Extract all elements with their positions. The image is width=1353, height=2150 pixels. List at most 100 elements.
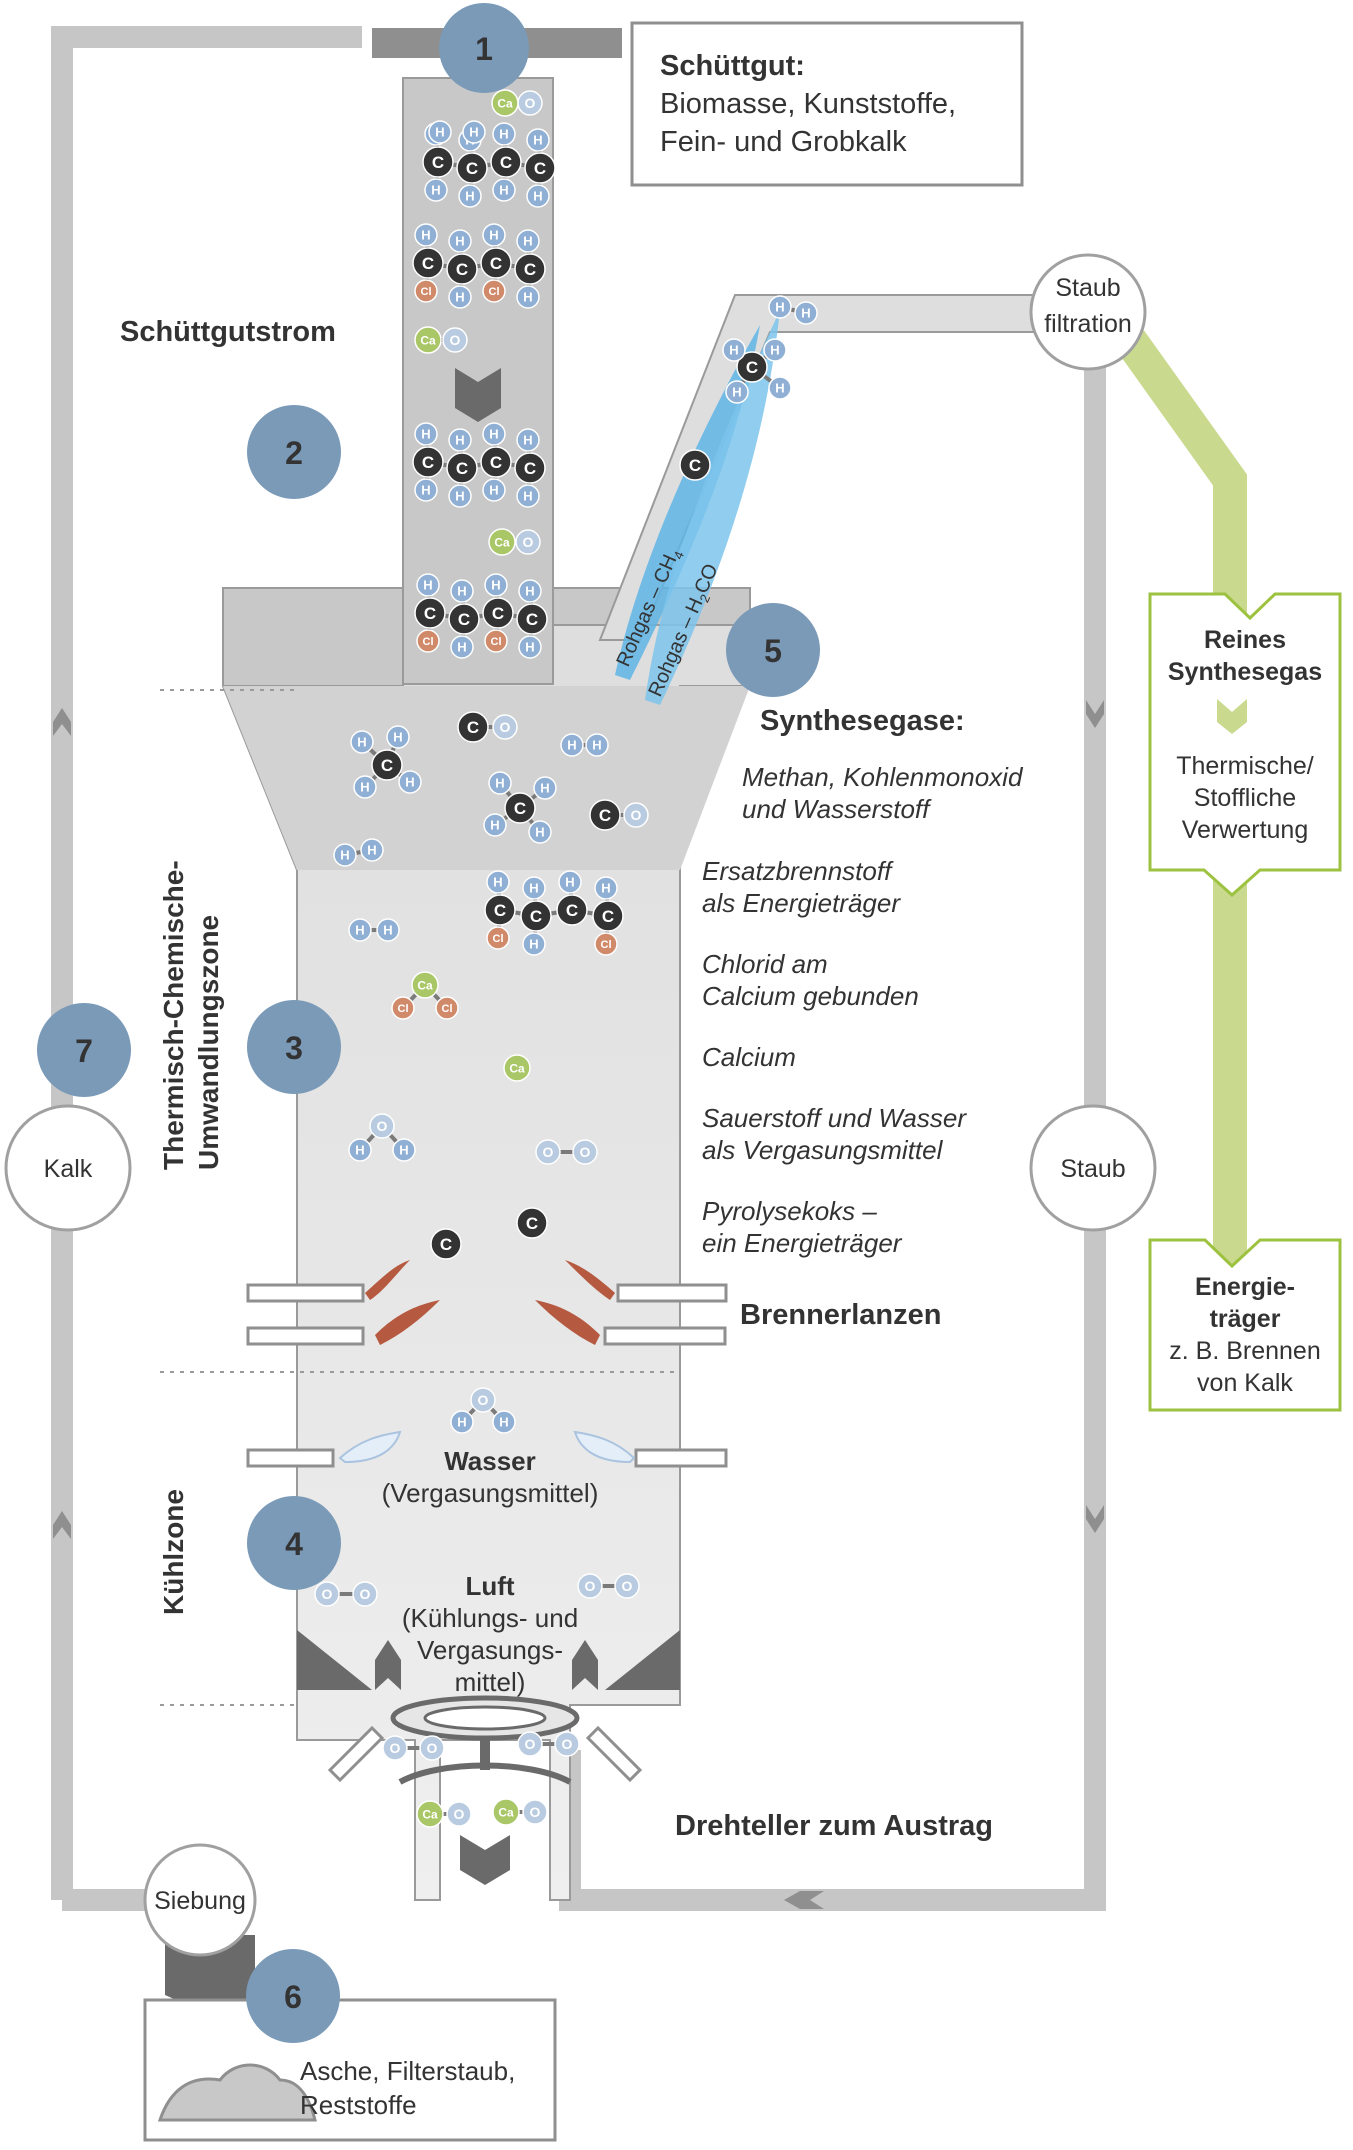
reines-label-2: Synthesegas <box>1168 658 1322 686</box>
svg-text:H: H <box>732 385 741 400</box>
svg-text:H: H <box>489 228 498 243</box>
atom-o: O <box>535 1139 561 1165</box>
svg-text:C: C <box>524 459 536 478</box>
flow-arrows <box>53 700 1104 1909</box>
svg-text:Ca: Ca <box>494 535 510 549</box>
atom-o: O <box>419 1735 445 1761</box>
svg-text:C: C <box>458 610 470 629</box>
staubfiltration-node <box>1029 253 1147 371</box>
svg-text:H: H <box>601 881 610 896</box>
svg-text:C: C <box>456 459 468 478</box>
drehteller-label: Drehteller zum Austrag <box>675 1810 993 1842</box>
atom-c: C <box>736 351 768 383</box>
green-pipe <box>1116 330 1247 1270</box>
atom-c: C <box>412 446 444 478</box>
atom-ca: Ca <box>414 326 442 354</box>
atom-c: C <box>412 247 444 279</box>
svg-text:H: H <box>499 1415 508 1430</box>
atom-o: O <box>369 1113 395 1139</box>
svg-text:H: H <box>523 290 532 305</box>
atom-h: H <box>448 285 472 309</box>
atom-h: H <box>528 820 552 844</box>
atom-c: C <box>480 446 512 478</box>
raw-gas-stream-h2co <box>645 310 780 705</box>
siebung-node <box>143 1843 257 1957</box>
svg-text:H: H <box>490 818 499 833</box>
zone-thermisch-label-2: Umwandlungszone <box>193 915 224 1170</box>
atom-cl: Cl <box>414 279 438 303</box>
atom-h: H <box>428 120 452 144</box>
atom-cl: Cl <box>486 926 510 950</box>
svg-text:C: C <box>514 799 526 818</box>
atom-o: O <box>572 1139 598 1165</box>
atom-h: H <box>722 338 746 362</box>
atom-h: H <box>416 573 440 597</box>
svg-text:H: H <box>533 189 542 204</box>
atom-c: C <box>430 1228 462 1260</box>
svg-text:H: H <box>567 738 576 753</box>
water-spray-icon <box>573 1430 636 1464</box>
reactor-funnel <box>223 686 750 870</box>
atom-h: H <box>484 573 508 597</box>
svg-text:Ca: Ca <box>497 96 513 110</box>
atom-h: H <box>585 733 609 757</box>
atom-h: H <box>448 484 472 508</box>
atom-h: H <box>526 184 550 208</box>
atom-h: H <box>492 178 516 202</box>
svg-text:Cl: Cl <box>491 636 502 648</box>
svg-text:Cl: Cl <box>493 933 504 945</box>
atom-h: H <box>414 478 438 502</box>
step-4-circle <box>247 1496 341 1590</box>
svg-text:H: H <box>493 875 502 890</box>
atom-c: C <box>484 894 516 926</box>
shaft-chevron <box>455 368 501 422</box>
energie-label-1: Energie- <box>1195 1273 1295 1301</box>
svg-text:O: O <box>585 1578 596 1594</box>
svg-text:H: H <box>393 730 402 745</box>
flames <box>365 1260 615 1345</box>
flame-icon <box>365 1260 410 1300</box>
air-vents <box>375 1640 598 1690</box>
svg-text:H: H <box>431 183 440 198</box>
atom-o: O <box>515 529 541 555</box>
atom-o: O <box>470 1387 496 1413</box>
svg-text:H: H <box>523 489 532 504</box>
svg-text:O: O <box>450 332 461 348</box>
svg-text:H: H <box>469 125 478 140</box>
burner-lances <box>246 1283 728 1468</box>
svg-text:H: H <box>540 781 549 796</box>
schuettgut-box: Schüttgut: Biomasse, Kunststoffe, Fein- … <box>630 21 1024 187</box>
sauerstoff-line-2: als Vergasungsmittel <box>702 1135 944 1165</box>
cooling-cone-left <box>297 1630 372 1690</box>
atom-o: O <box>382 1735 408 1761</box>
atom-h: H <box>558 870 582 894</box>
atom-cl: Cl <box>391 996 415 1020</box>
step-2-circle <box>247 405 341 499</box>
atom-c: C <box>556 894 588 926</box>
atom-ca: Ca <box>488 528 516 556</box>
atom-o: O <box>492 714 518 740</box>
svg-text:C: C <box>490 453 502 472</box>
node-circles: Staub filtration Staub Kalk Siebung <box>4 253 1157 1957</box>
reines-synthesegas-box <box>1148 592 1342 898</box>
luft-sub-3: mittel) <box>455 1667 526 1697</box>
step-6-number: 6 <box>284 1979 302 2015</box>
svg-text:Ca: Ca <box>422 1807 438 1821</box>
svg-text:H: H <box>457 640 466 655</box>
luft-sub-2: Vergasungs- <box>417 1635 563 1665</box>
ash-label-2: Reststoffe <box>300 2090 417 2120</box>
svg-text:H: H <box>775 300 784 315</box>
atom-h: H <box>353 775 377 799</box>
atom-c: C <box>448 603 480 635</box>
svg-text:H: H <box>801 306 810 321</box>
svg-text:C: C <box>467 718 479 737</box>
svg-text:H: H <box>491 578 500 593</box>
svg-text:O: O <box>322 1586 333 1602</box>
molecules: CaOCCCCHHHHHHHHHHCCCCHClHHHClHHCaOCCCCHH… <box>314 89 818 1828</box>
step-3-circle <box>247 1000 341 1094</box>
step-7-circle <box>37 1003 131 1097</box>
atom-h: H <box>448 428 472 452</box>
atom-o: O <box>442 327 468 353</box>
atom-h: H <box>768 295 792 319</box>
